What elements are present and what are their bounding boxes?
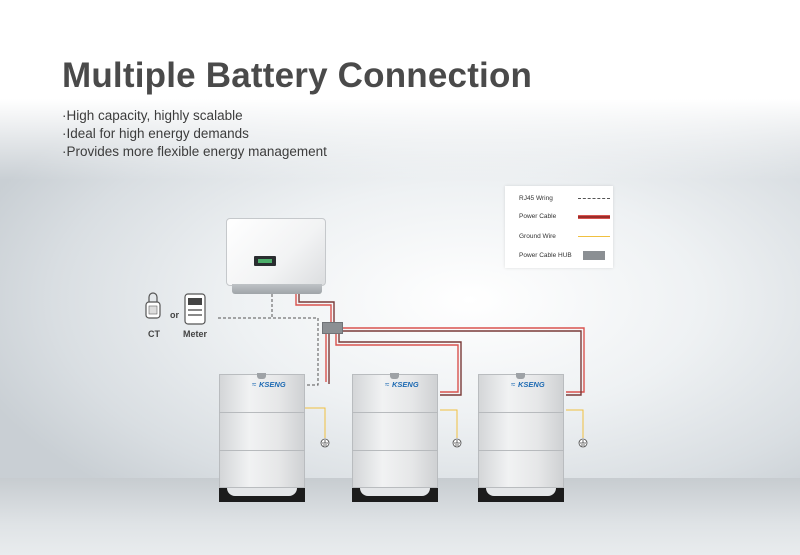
legend-label-rj45: RJ45 Wring (519, 195, 553, 202)
ct-label: CT (148, 329, 160, 339)
kseng-logo-icon: ≈ (252, 380, 257, 389)
inverter-connector-panel (232, 284, 322, 294)
battery-divider (219, 450, 305, 451)
battery-power-button (516, 373, 525, 379)
feature-item: ·Ideal for high energy demands (62, 126, 249, 141)
battery-brand: KSENG (518, 380, 545, 389)
feature-item: ·High capacity, highly scalable (62, 108, 243, 123)
power-cables (295, 290, 585, 396)
or-label: or (170, 310, 179, 320)
battery-unit: ≈ KSENG (219, 373, 305, 502)
kseng-logo-icon: ≈ (385, 380, 390, 389)
legend-sample-power-cable (578, 215, 610, 219)
battery-brand: KSENG (392, 380, 419, 389)
battery-power-button (257, 373, 266, 379)
battery-body (478, 374, 564, 488)
ground-symbol-icon (578, 438, 588, 448)
battery-divider (478, 412, 564, 413)
legend: RJ45 Wring Power Cable Ground Wire Power… (505, 186, 613, 268)
feature-list: ·High capacity, highly scalable ·Ideal f… (62, 107, 327, 161)
legend-sample-hub (583, 251, 605, 260)
battery-divider (219, 412, 305, 413)
legend-label-ground-wire: Ground Wire (519, 233, 556, 240)
battery-body (352, 374, 438, 488)
legend-sample-rj45 (578, 198, 610, 199)
inverter (226, 218, 326, 286)
inverter-display-indicator (258, 259, 272, 263)
power-cable-hub (322, 322, 343, 334)
battery-base-notch (227, 488, 297, 496)
page-title: Multiple Battery Connection (62, 56, 533, 95)
rj45-wiring (218, 294, 319, 386)
ground-symbol-icon (320, 438, 330, 448)
kseng-logo-icon: ≈ (511, 380, 516, 389)
ct-clamp-icon (145, 292, 161, 319)
meter-label: Meter (183, 329, 208, 339)
meter-icon (184, 293, 206, 325)
battery-divider (352, 450, 438, 451)
battery-divider (478, 450, 564, 451)
ground-symbol-icon (452, 438, 462, 448)
battery-divider (352, 412, 438, 413)
feature-item: ·Provides more flexible energy managemen… (62, 144, 327, 159)
battery-body (219, 374, 305, 488)
battery-power-button (390, 373, 399, 379)
battery-base-notch (486, 488, 556, 496)
battery-unit: ≈ KSENG (478, 373, 564, 502)
battery-base-notch (360, 488, 430, 496)
legend-label-hub: Power Cable HUB (519, 252, 572, 259)
battery-unit: ≈ KSENG (352, 373, 438, 502)
ground-wires (305, 407, 584, 438)
legend-label-power-cable: Power Cable (519, 213, 557, 220)
battery-brand: KSENG (259, 380, 286, 389)
legend-sample-ground-wire (578, 236, 610, 237)
background-top-fade (0, 0, 800, 180)
